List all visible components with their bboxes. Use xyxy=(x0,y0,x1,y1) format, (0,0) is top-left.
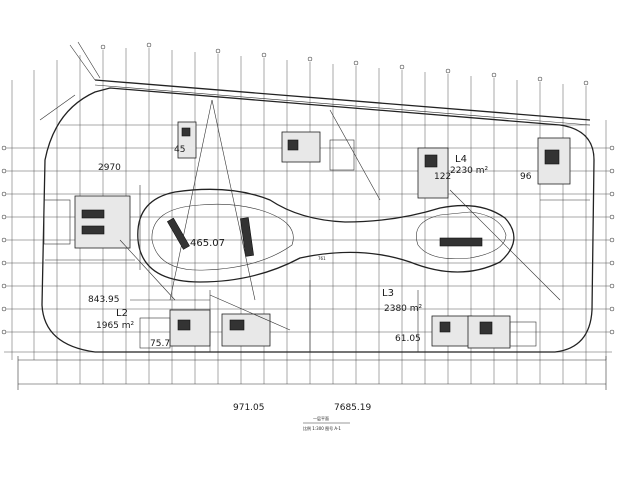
area-label-2230: 2230 m² xyxy=(450,166,489,176)
area-label-761: 761 xyxy=(318,256,326,261)
zone-label-l4: L4 xyxy=(455,154,467,165)
zone-label-l2: L2 xyxy=(116,308,128,319)
area-label-61: 61.05 xyxy=(395,334,421,344)
zone-label-122: 122 xyxy=(434,172,451,182)
area-label-1965: 1965 m² xyxy=(96,321,135,331)
dimension-label-7685: 7685.19 xyxy=(334,403,371,413)
area-label-843: 843.95 xyxy=(88,295,120,305)
central-atrium xyxy=(137,188,515,283)
area-label-96: 96 xyxy=(520,172,532,182)
dimension-label-971: 971.05 xyxy=(233,403,265,413)
drawing-caption-title: 一层平面 xyxy=(313,415,329,421)
auxiliary-lines xyxy=(119,99,561,331)
dimension-chain xyxy=(17,356,607,390)
grid-axis-markers xyxy=(1,42,615,335)
area-label-2970: 2970 xyxy=(98,163,121,173)
area-label-45: 45 xyxy=(174,145,185,155)
interior-partitions xyxy=(45,185,590,352)
area-label-465: 465.07 xyxy=(190,238,225,249)
service-cores xyxy=(43,121,571,349)
drawing-caption-scale: 比例 1:300 图号 A-1 xyxy=(303,425,341,431)
building-outline xyxy=(41,87,595,353)
area-label-75: 75.7 xyxy=(150,339,170,349)
atrium-void-right xyxy=(416,211,507,259)
core-details xyxy=(81,127,560,335)
north-facade xyxy=(39,41,591,126)
escalators xyxy=(166,217,483,257)
zone-label-l3: L3 xyxy=(382,288,394,299)
area-label-2380: 2380 m² xyxy=(384,304,423,314)
atrium-void-left xyxy=(151,203,294,271)
